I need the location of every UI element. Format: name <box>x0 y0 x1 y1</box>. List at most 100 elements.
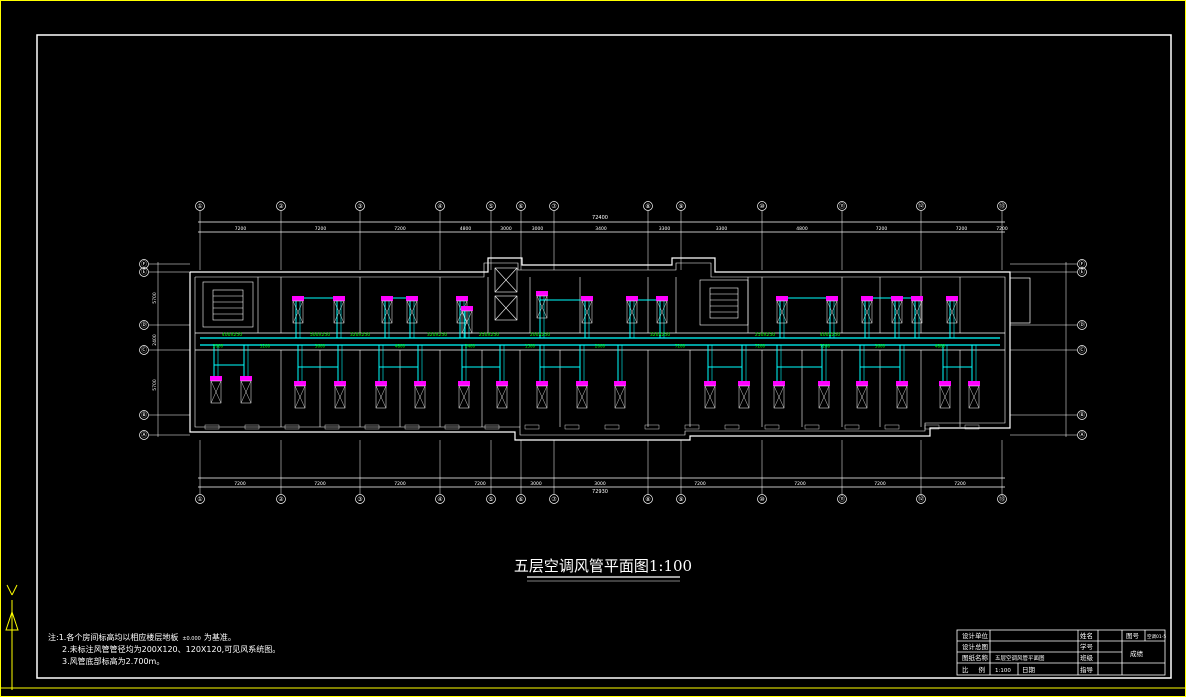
side-axis-bubble <box>139 410 149 420</box>
outlet-x <box>614 385 626 409</box>
fan-coil-unit <box>656 296 668 301</box>
tb-score: 成绩 <box>1130 649 1144 658</box>
outlet-x <box>911 300 923 324</box>
air-outlet <box>334 385 346 409</box>
bottom-axis-bubble <box>549 494 559 504</box>
fan-coil-unit <box>968 381 980 386</box>
duct-dim-label: 7200 <box>675 344 686 349</box>
fan-coil-unit <box>818 381 830 386</box>
tb-advisor: 指导 <box>1080 665 1094 674</box>
top-segment-dim: 7200 <box>956 226 968 232</box>
air-outlet <box>614 385 626 409</box>
outlet-x <box>626 300 638 324</box>
outlet-x <box>576 385 588 409</box>
outlet-x <box>891 300 903 324</box>
bottom-axis-label: ⑫ <box>918 495 924 503</box>
air-outlet <box>826 300 838 324</box>
outlet-x <box>333 300 345 324</box>
top-segment-dim: 7200 <box>876 226 888 232</box>
bottom-axis-label: ④ <box>437 496 442 503</box>
top-segment-dim: 7200 <box>235 226 247 232</box>
fan-coil-unit <box>294 381 306 386</box>
outlet-x <box>826 300 838 324</box>
top-axis-bubble <box>549 201 559 211</box>
top-axis-label: ⑫ <box>918 202 924 210</box>
air-outlet <box>461 310 473 334</box>
duct-dim-label: 2000 <box>213 344 224 349</box>
bottom-axis-label: ⑩ <box>759 496 764 503</box>
fan-coil-unit <box>773 381 785 386</box>
outlet-x <box>496 385 508 409</box>
bottom-axis-label: ② <box>278 496 284 503</box>
side-axis-label: Ⓔ <box>1079 268 1085 276</box>
fan-coil-unit <box>210 376 222 381</box>
top-axis-bubble <box>997 201 1007 211</box>
top-axis-label: ⑥ <box>518 203 523 210</box>
window-mark <box>484 424 500 430</box>
drawing-title: 五层空调风管平面图1:100 <box>514 557 692 575</box>
top-segment-dim: 3000 <box>500 226 512 232</box>
side-axis-label: Ⓓ <box>1079 321 1085 329</box>
air-outlet <box>210 380 222 404</box>
duct-size-label: 500X250 <box>310 332 330 338</box>
fan-coil-unit <box>891 296 903 301</box>
air-outlet <box>738 385 750 409</box>
air-outlet <box>656 300 668 324</box>
fan-coil-unit <box>334 381 346 386</box>
duct-size-label: 200X250 <box>530 332 550 338</box>
fan-coil-unit <box>414 381 426 386</box>
air-outlet <box>581 300 593 324</box>
ucs-icon <box>5 584 19 690</box>
top-axis-bubble <box>195 201 205 211</box>
window-mark <box>644 424 660 430</box>
tb-drawing-no-label: 图号 <box>1126 632 1140 640</box>
bottom-segment-dim: 3000 <box>594 481 606 487</box>
air-outlet <box>891 300 903 324</box>
left-segment-dim: 5700 <box>152 292 158 304</box>
drawing-frame <box>36 34 1172 679</box>
air-outlet <box>776 300 788 324</box>
side-axis-label: Ⓐ <box>141 431 147 439</box>
top-axis-label: ① <box>197 203 202 210</box>
fan-coil-unit <box>456 296 468 301</box>
fan-coil-unit <box>536 291 548 296</box>
fan-coil-unit <box>826 296 838 301</box>
top-axis-bubble <box>435 201 445 211</box>
top-axis-bubble <box>355 201 365 211</box>
air-outlet <box>626 300 638 324</box>
outlet-x <box>334 385 346 409</box>
top-axis-bubble <box>486 201 496 211</box>
top-axis-label: ② <box>278 203 284 210</box>
bottom-axis-bubble <box>757 494 767 504</box>
window-mark <box>204 424 220 430</box>
tb-date: 日期 <box>1022 666 1036 674</box>
air-outlet <box>536 385 548 409</box>
bottom-segment-dim: 7200 <box>314 481 326 487</box>
window-mark <box>684 424 700 430</box>
fan-coil-unit <box>704 381 716 386</box>
duct-dim-label: 3600 <box>315 344 326 349</box>
fan-coil-unit <box>406 296 418 301</box>
duct-dim-label: 2400 <box>465 344 476 349</box>
fan-coil-unit <box>496 381 508 386</box>
top-axis-label: ⑧ <box>645 203 650 210</box>
top-segment-dim: 7200 <box>996 226 1008 232</box>
bottom-axis-bubble <box>997 494 1007 504</box>
fan-coil-unit <box>581 296 593 301</box>
window-mark <box>444 424 460 430</box>
bottom-segment-dim: 7200 <box>874 481 886 487</box>
top-segment-dim: 3300 <box>659 226 671 232</box>
staircase-left <box>202 281 254 328</box>
fan-coil-unit <box>333 296 345 301</box>
top-segment-dim: 7200 <box>315 226 327 232</box>
fan-coil-unit <box>626 296 638 301</box>
bottom-axis-label: ⑦ <box>551 496 557 503</box>
tb-drawing-name: 五层空调风管平面图 <box>995 654 1045 662</box>
window-mark <box>844 424 860 430</box>
side-axis-label: Ⓕ <box>1079 260 1085 268</box>
outlet-x <box>292 300 304 324</box>
fan-coil-unit <box>576 381 588 386</box>
